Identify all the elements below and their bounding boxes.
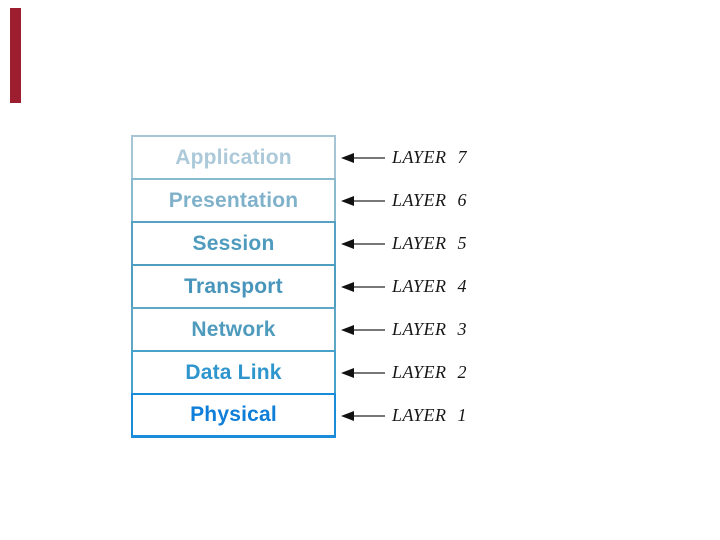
layer-box: Transport: [131, 264, 336, 309]
layer-number-label: LAYER 7: [392, 147, 468, 167]
left-arrow-icon: [341, 367, 385, 379]
accent-bar: [10, 8, 21, 103]
layer-row: Application LAYER 7: [131, 135, 467, 180]
layer-name: Presentation: [168, 188, 299, 212]
left-arrow-icon: [341, 238, 385, 250]
layer-row: Session LAYER 5: [131, 221, 467, 266]
layer-row: Data Link LAYER 2: [131, 350, 467, 395]
left-arrow-icon: [341, 281, 385, 293]
layer-number-label: LAYER 2: [392, 362, 468, 382]
layer-name: Application: [175, 145, 292, 169]
layer-row: Transport LAYER 4: [131, 264, 467, 309]
osi-layer-diagram: Application LAYER 7 Presentation LAYER 6…: [131, 135, 467, 438]
layer-number-label: LAYER 6: [392, 190, 468, 210]
layer-box: Presentation: [131, 178, 336, 223]
layer-name: Transport: [184, 274, 283, 298]
layer-box: Data Link: [131, 350, 336, 395]
layer-number-label: LAYER 1: [392, 405, 468, 425]
layer-box: Application: [131, 135, 336, 180]
layer-name: Physical: [190, 403, 277, 426]
layer-number-label: LAYER 3: [392, 319, 468, 339]
layer-name: Data Link: [185, 360, 282, 384]
layer-row: Presentation LAYER 6: [131, 178, 467, 223]
layer-box: Session: [131, 221, 336, 266]
layer-row: Physical LAYER 1: [131, 393, 467, 438]
left-arrow-icon: [341, 410, 385, 422]
left-arrow-icon: [341, 195, 385, 207]
layer-number-label: LAYER 4: [392, 276, 468, 296]
layer-box: Physical: [131, 393, 336, 438]
layer-number-label: LAYER 5: [392, 233, 468, 253]
layer-row: Network LAYER 3: [131, 307, 467, 352]
left-arrow-icon: [341, 324, 385, 336]
layer-box: Network: [131, 307, 336, 352]
layer-name: Network: [191, 317, 276, 341]
layer-name: Session: [192, 231, 275, 255]
left-arrow-icon: [341, 152, 385, 164]
